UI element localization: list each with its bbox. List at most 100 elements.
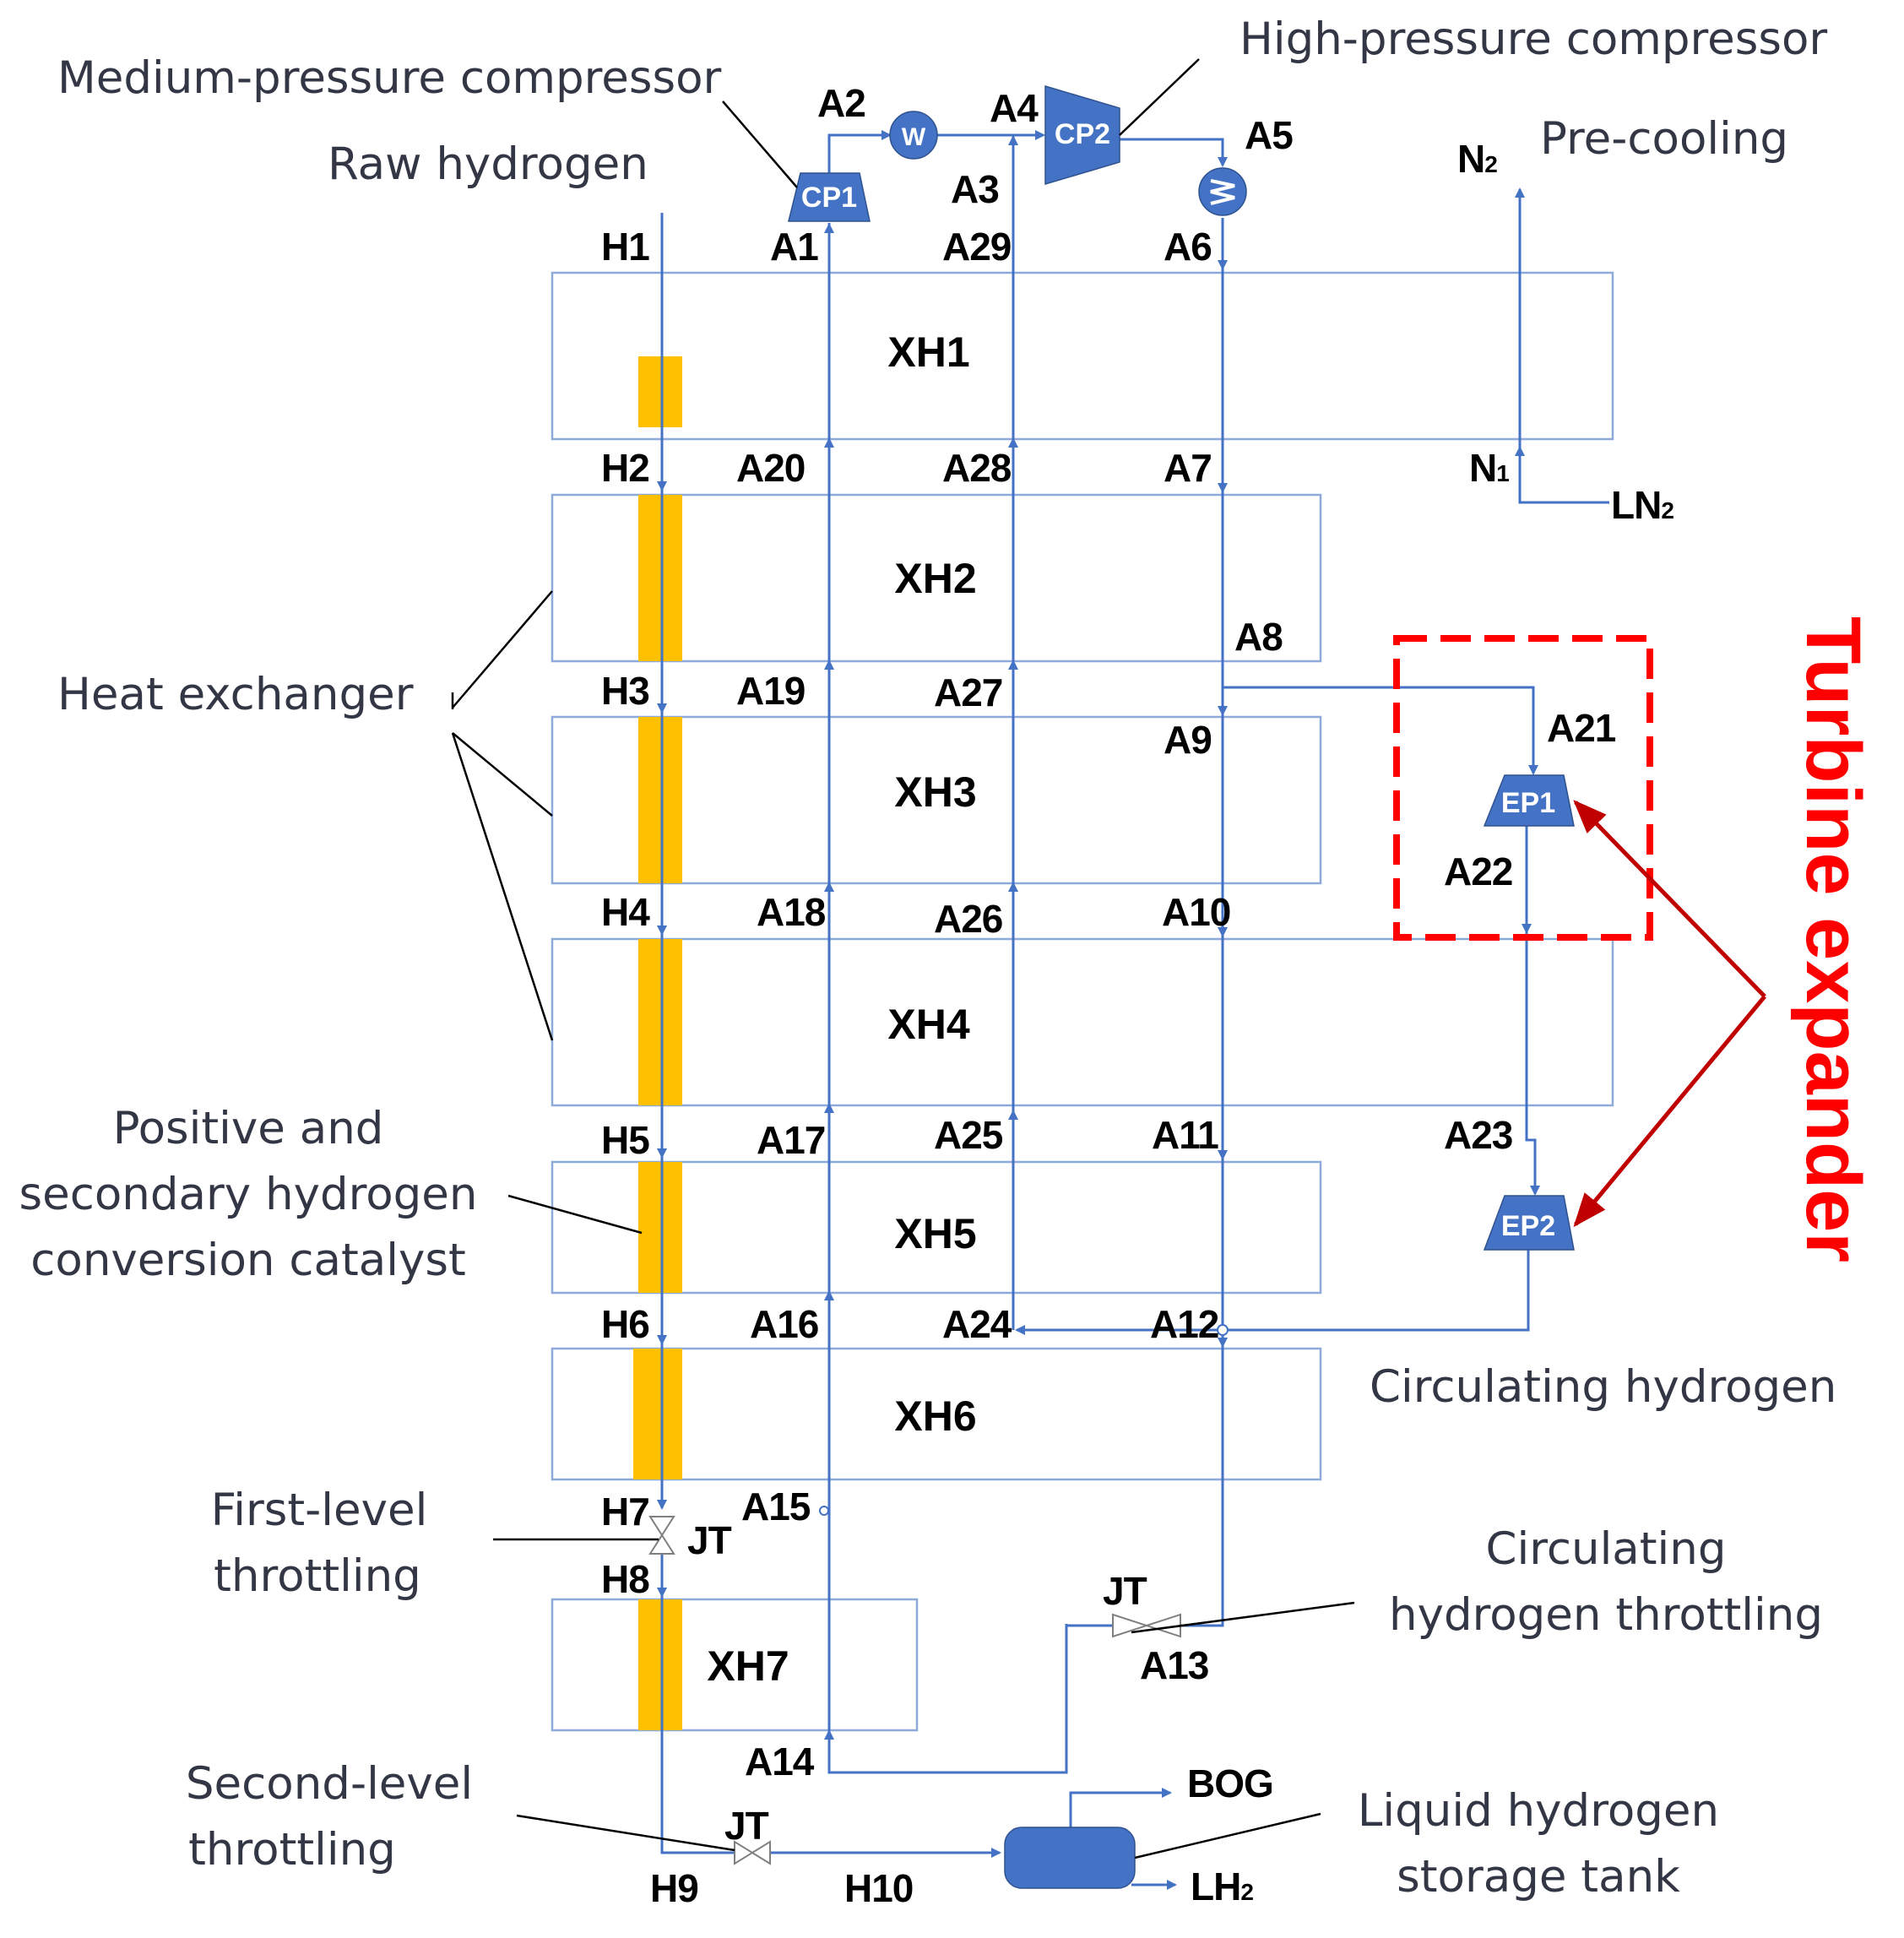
stream-label-a5: A5 <box>1245 113 1293 157</box>
caption-circulating-throttling-line-2: hydrogen throttling <box>1389 1589 1823 1641</box>
stream-label-ln2: LN2 <box>1611 483 1673 527</box>
a23-line <box>1525 932 1540 1196</box>
liquid-hydrogen-storage-tank <box>1004 1827 1136 1889</box>
a12-line <box>1228 1248 1530 1332</box>
return-line-a14-a1 <box>827 223 1068 1774</box>
heat-exchanger-xh5 <box>551 1160 1322 1295</box>
ln2-sub: 2 <box>1661 497 1673 524</box>
compressor-cp1: CP1 <box>788 172 871 222</box>
stream-label-a18: A18 <box>757 890 826 934</box>
jt-valve-circulating <box>1112 1613 1181 1638</box>
stream-label-a2: A2 <box>817 81 865 125</box>
stream-label-a21: A21 <box>1547 706 1616 750</box>
caption-storage-tank-line-1: Liquid hydrogen <box>1358 1785 1719 1837</box>
cp2-label: CP2 <box>1055 118 1110 150</box>
stream-label-h3: H3 <box>601 669 649 713</box>
caption-circulating-throttling-line-1: Circulating <box>1485 1523 1726 1575</box>
stream-label-h1: H1 <box>601 225 649 269</box>
lh2-main: LH <box>1191 1865 1240 1908</box>
hydrogen-line-h8 <box>660 1554 735 1854</box>
caption-catalyst-line-2: secondary hydrogen <box>19 1169 478 1220</box>
stream-label-a6: A6 <box>1164 225 1212 269</box>
turbine-expander-highlight-box <box>1393 635 1653 941</box>
n2-main: N <box>1457 137 1484 181</box>
jt-valve-second-level <box>734 1840 771 1865</box>
xh2-label: XH2 <box>894 555 976 602</box>
bog-line <box>1069 1788 1172 1827</box>
stream-label-a12: A12 <box>1150 1302 1218 1346</box>
turbine-expander-pointer <box>1573 995 1766 1228</box>
caption-raw-hydrogen: Raw hydrogen <box>328 138 648 190</box>
stream-label-a16: A16 <box>750 1302 818 1346</box>
stream-label-a13: A13 <box>1140 1643 1208 1687</box>
stream-label-a4: A4 <box>990 86 1039 130</box>
stream-label-a27: A27 <box>934 670 1002 714</box>
a15-marker <box>819 1506 829 1516</box>
stream-label-a3: A3 <box>951 167 999 211</box>
stream-label-a29: A29 <box>942 225 1011 269</box>
jt-valve-first-level <box>648 1516 675 1555</box>
stream-label-a17: A17 <box>757 1118 825 1162</box>
caption-first-level-line-1: First-level <box>211 1485 428 1536</box>
catalyst-bar <box>638 495 682 661</box>
nitrogen-line <box>1515 187 1609 504</box>
caption-pre-cooling: Pre-cooling <box>1540 113 1788 165</box>
ep1-label: EP1 <box>1501 787 1555 819</box>
stream-label-h5: H5 <box>601 1118 649 1162</box>
stream-label-h2: H2 <box>601 446 649 490</box>
xh1-label: XH1 <box>887 328 969 376</box>
jt-label-circulating: JT <box>1103 1569 1147 1613</box>
high-pressure-line <box>1120 138 1228 167</box>
precooler <box>1198 167 1247 216</box>
caption-catalyst-line-3: conversion catalyst <box>30 1235 465 1286</box>
xh7-label: XH7 <box>707 1642 789 1690</box>
stream-label-a23: A23 <box>1444 1113 1512 1157</box>
catalyst-bar <box>638 356 682 427</box>
stream-label-a1: A1 <box>770 225 818 269</box>
stream-label-a26: A26 <box>934 897 1002 941</box>
stream-label-a25: A25 <box>934 1113 1003 1157</box>
caption-second-level-line-2: throttling <box>188 1824 396 1876</box>
stream-label-a11: A11 <box>1152 1113 1218 1157</box>
leader-lines <box>451 58 1355 1859</box>
a21-line <box>1223 686 1538 775</box>
heat-exchangers <box>551 271 1614 1732</box>
stream-label-h10: H10 <box>844 1866 913 1910</box>
caption-circulating-hydrogen: Circulating hydrogen <box>1370 1361 1836 1413</box>
ep2-label: EP2 <box>1501 1210 1555 1242</box>
stream-label-lh2: LH2 <box>1191 1865 1253 1908</box>
catalyst-bar <box>638 1599 682 1730</box>
n1-main: N <box>1469 446 1496 490</box>
caption-heat-exchanger: Heat exchanger <box>57 669 414 720</box>
conversion-catalyst-bars <box>633 356 682 1730</box>
process-lines <box>657 130 1609 1890</box>
heat-exchanger-xh3 <box>551 715 1322 885</box>
stream-label-n2: N2 <box>1457 137 1497 181</box>
a2-line <box>827 130 892 173</box>
stream-label-h8: H8 <box>601 1557 649 1601</box>
caption-medium-pressure-compressor: Medium-pressure compressor <box>57 52 722 104</box>
n2-sub: 2 <box>1484 151 1497 177</box>
expander-ep1: EP1 <box>1483 774 1575 827</box>
ln2-main: LN <box>1611 483 1661 527</box>
stream-label-a7: A7 <box>1164 446 1212 490</box>
xh4-label: XH4 <box>887 1001 969 1048</box>
caption-catalyst-line-1: Positive and <box>113 1103 384 1154</box>
expander-ep2: EP2 <box>1483 1195 1575 1251</box>
stream-label-a9: A9 <box>1164 718 1212 762</box>
stream-label-h6: H6 <box>601 1302 649 1346</box>
cp1-label: CP1 <box>801 182 857 214</box>
compressor-cp2: CP2 <box>1044 84 1120 186</box>
motor-label: W <box>902 123 926 151</box>
xh6-label: XH6 <box>894 1392 976 1440</box>
xh5-label: XH5 <box>894 1210 976 1257</box>
a12-crossing-marker <box>1217 1324 1229 1336</box>
caption-first-level-line-2: throttling <box>214 1550 421 1602</box>
stream-label-bog: BOG <box>1187 1762 1273 1805</box>
stream-label-a24: A24 <box>942 1302 1012 1346</box>
motor-w: W <box>889 111 938 160</box>
stream-label-a10: A10 <box>1162 890 1230 934</box>
stream-label-h9: H9 <box>650 1866 698 1910</box>
heat-exchanger-xh2 <box>551 493 1322 663</box>
